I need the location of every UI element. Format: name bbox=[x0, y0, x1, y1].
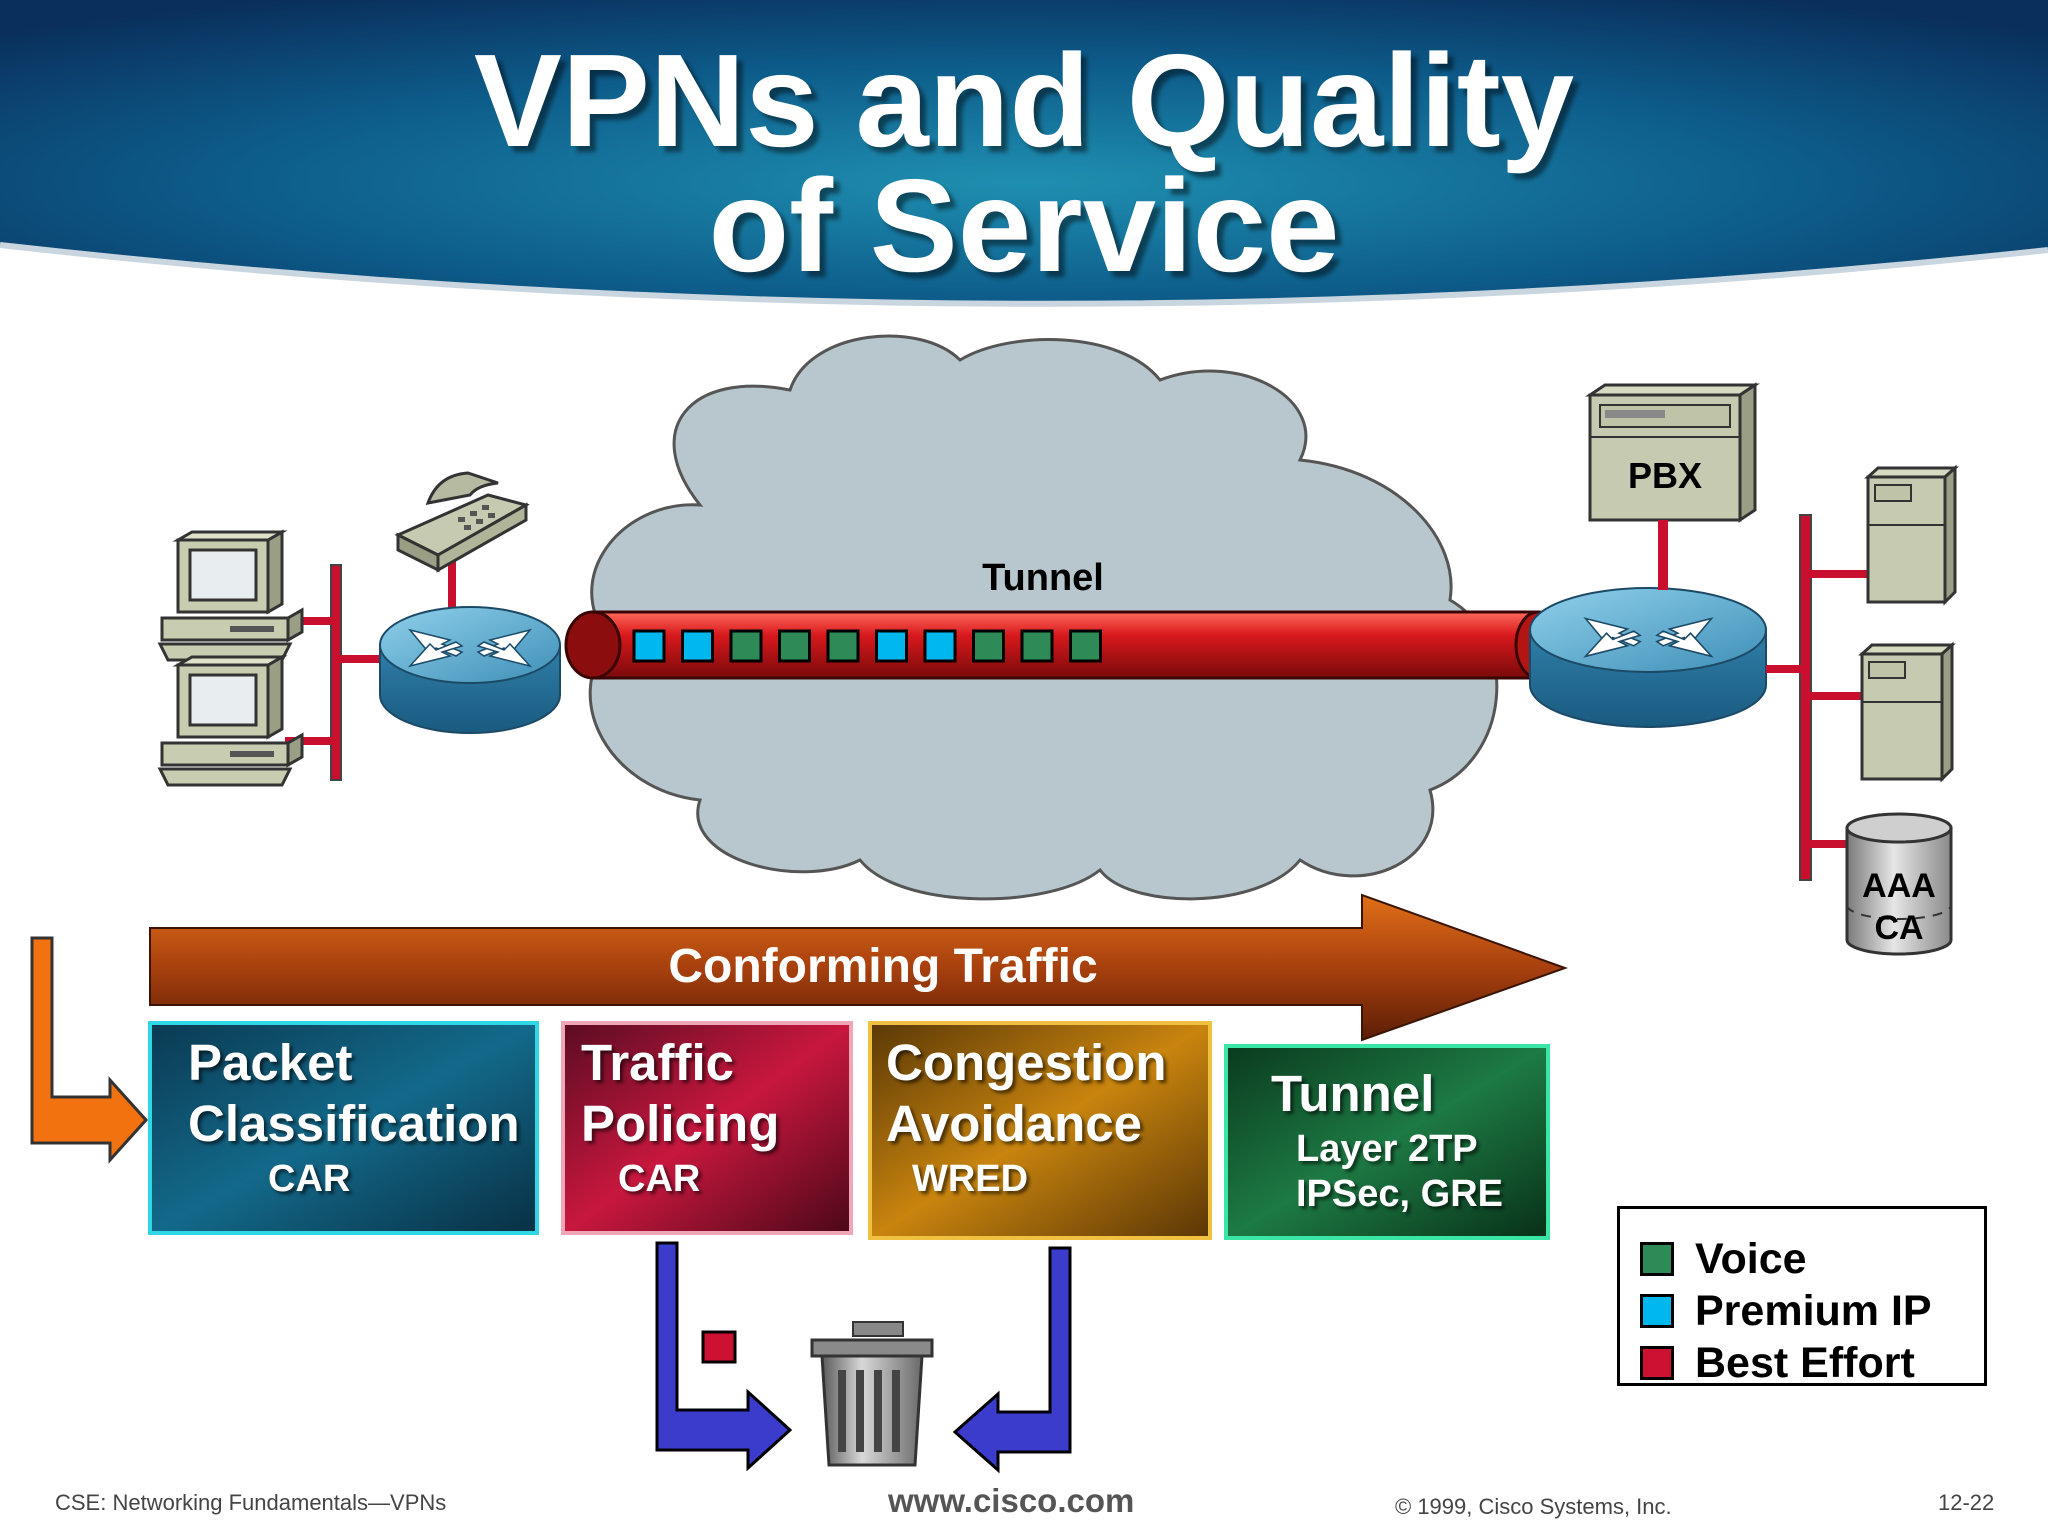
left-router-icon bbox=[379, 606, 561, 734]
packet-legend: Voice Premium IP Best Effort bbox=[1617, 1206, 1987, 1387]
wred-drop-arrow bbox=[952, 1246, 1072, 1474]
stage-tunnel-text: Tunnel Layer 2TP IPSec, GRE bbox=[1226, 1046, 1548, 1238]
stage-packet-classification bbox=[148, 1021, 539, 1235]
dropped-best-effort-packet bbox=[701, 1330, 737, 1364]
footer-copyright: © 1999, Cisco Systems, Inc. bbox=[1395, 1494, 1672, 1519]
aaa-ca-database-icon bbox=[1845, 812, 1953, 956]
stage-protocol-line2: IPSec, GRE bbox=[1296, 1173, 1503, 1215]
header-banner-shadow bbox=[0, 242, 2048, 307]
right-lan bbox=[1766, 514, 1868, 881]
phone-drop bbox=[448, 550, 456, 612]
stage-title-line2: Avoidance bbox=[886, 1095, 1143, 1152]
legend-label: Premium IP bbox=[1695, 1287, 1932, 1335]
pc-icon bbox=[157, 529, 304, 662]
stage-mechanism: CAR bbox=[268, 1158, 351, 1200]
slide-title-line2: of Service bbox=[708, 152, 1340, 299]
tunnel-packets bbox=[632, 629, 1102, 663]
premium-ip-packet bbox=[632, 629, 666, 663]
voice-packet bbox=[826, 629, 860, 663]
voice-packet bbox=[778, 629, 811, 663]
stage-mechanism: WRED bbox=[912, 1158, 1029, 1200]
right-drop-router bbox=[1766, 665, 1802, 673]
voice-packet bbox=[1069, 629, 1102, 663]
stage-title-line2: Classification bbox=[188, 1095, 520, 1152]
legend-swatch bbox=[1640, 1294, 1674, 1328]
left-ethernet-segment bbox=[330, 564, 342, 781]
footer-page-number: 12-22 bbox=[1938, 1490, 1995, 1515]
voice-packet bbox=[1020, 629, 1054, 663]
stage-title-line1: Traffic bbox=[581, 1034, 735, 1091]
legend-label: Best Effort bbox=[1695, 1339, 1915, 1387]
stage-traffic-policing bbox=[561, 1021, 853, 1235]
voice-packet bbox=[729, 629, 763, 663]
premium-ip-packet bbox=[681, 629, 714, 663]
right-ethernet-segment bbox=[1799, 514, 1812, 881]
stage-title-line1: Packet bbox=[188, 1034, 353, 1091]
premium-ip-packet bbox=[875, 629, 908, 663]
stage-title-line2: Policing bbox=[581, 1095, 780, 1152]
legend-swatch bbox=[1640, 1346, 1674, 1380]
trash-can-icon bbox=[810, 1321, 934, 1467]
pbx-icon bbox=[1585, 382, 1760, 523]
legend-swatch bbox=[1640, 1242, 1674, 1276]
conforming-traffic-label: Conforming Traffic bbox=[668, 940, 1097, 993]
pbx-drop bbox=[1658, 520, 1668, 590]
server-icon bbox=[1858, 641, 1956, 783]
header-banner bbox=[0, 0, 2048, 304]
policing-drop-arrow bbox=[655, 1241, 793, 1472]
stage-mechanism: CAR bbox=[618, 1158, 701, 1200]
stage-traffic-policing-text: Traffic Policing CAR bbox=[563, 1023, 851, 1233]
left-lan bbox=[285, 550, 456, 781]
left-drop-router bbox=[335, 655, 395, 663]
right-drop-server2 bbox=[1810, 692, 1868, 700]
footer-course: CSE: Networking Fundamentals—VPNs bbox=[55, 1490, 447, 1515]
inlet-arrow bbox=[30, 936, 149, 1164]
footer-website: www.cisco.com bbox=[888, 1482, 1135, 1519]
stage-congestion-avoidance bbox=[868, 1021, 1212, 1240]
premium-ip-packet bbox=[923, 629, 957, 663]
right-router-icon bbox=[1529, 587, 1767, 728]
stage-title-line1: Congestion bbox=[886, 1034, 1167, 1091]
pc-icon bbox=[157, 654, 304, 787]
telephone-icon bbox=[394, 471, 530, 573]
stage-protocol-line1: Layer 2TP bbox=[1296, 1128, 1478, 1170]
stage-packet-classification-text: Packet Classification CAR bbox=[150, 1023, 537, 1233]
server-icon bbox=[1864, 464, 1959, 606]
left-drop-pc1 bbox=[285, 617, 335, 625]
stage-title-line1: Tunnel bbox=[1271, 1065, 1435, 1122]
pbx-label: PBX bbox=[1628, 455, 1702, 496]
stage-tunnel bbox=[1224, 1044, 1550, 1240]
stage-congestion-avoidance-text: Congestion Avoidance WRED bbox=[870, 1023, 1210, 1238]
ca-label: CA bbox=[1874, 909, 1923, 947]
voice-packet bbox=[972, 629, 1005, 663]
tunnel-label: Tunnel bbox=[982, 557, 1104, 599]
vpn-tunnel bbox=[564, 610, 1562, 680]
slide-title-line1: VPNs and Quality bbox=[473, 27, 1575, 174]
conforming-traffic-arrow bbox=[149, 893, 1568, 1042]
legend-label: Voice bbox=[1695, 1235, 1807, 1283]
right-drop-server1 bbox=[1810, 570, 1868, 578]
left-drop-pc2 bbox=[285, 737, 335, 745]
aaa-label: AAA bbox=[1862, 867, 1936, 905]
right-drop-db bbox=[1810, 840, 1868, 848]
